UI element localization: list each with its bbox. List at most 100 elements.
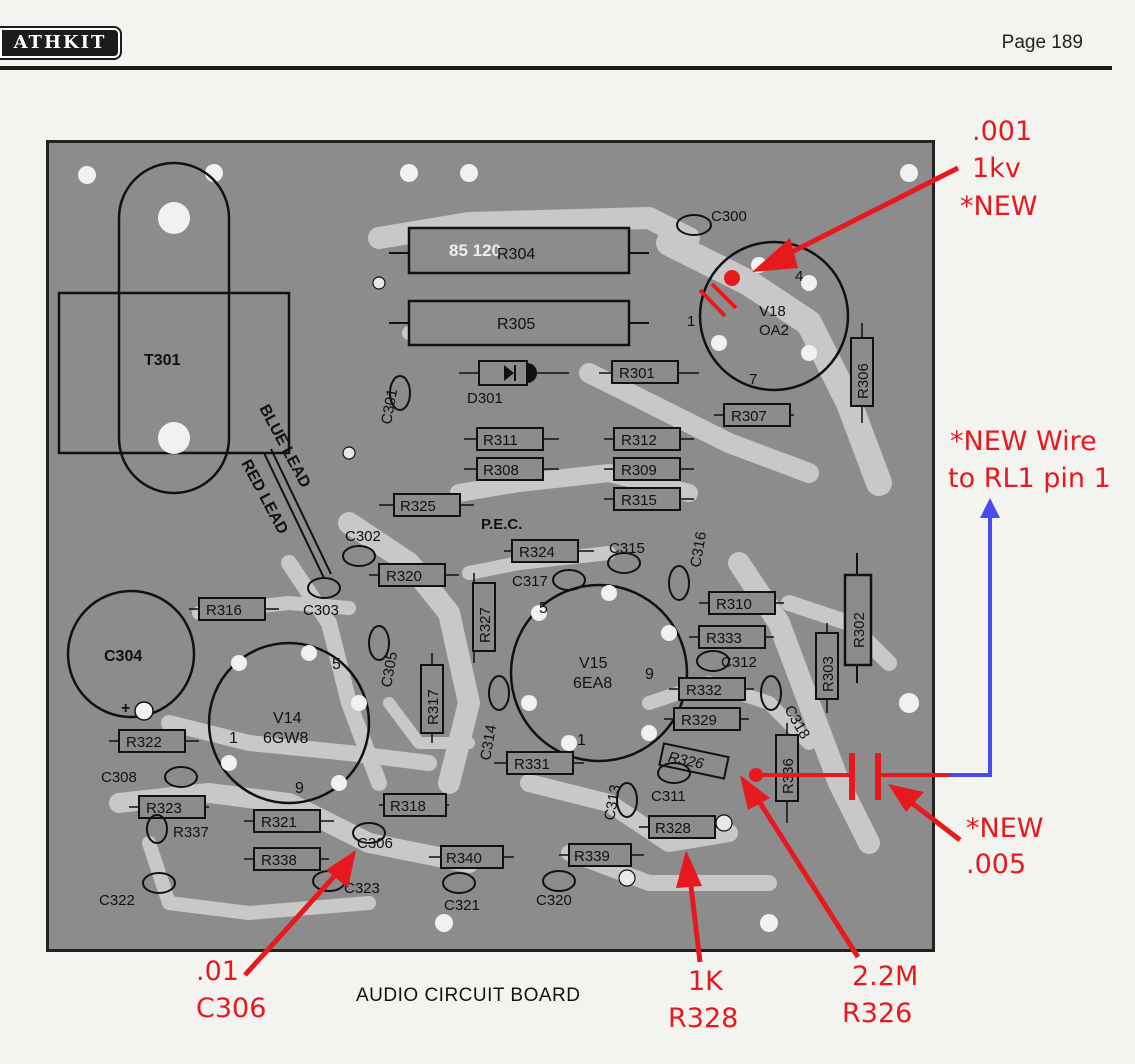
svg-text:R321: R321	[261, 814, 297, 831]
svg-text:6GW8: 6GW8	[263, 730, 308, 747]
new-wire-blue	[950, 498, 1000, 777]
svg-text:R302: R302	[851, 612, 868, 648]
svg-text:R315: R315	[621, 492, 657, 509]
svg-text:C323: C323	[344, 880, 380, 897]
svg-text:1: 1	[577, 732, 586, 749]
svg-text:5: 5	[539, 600, 548, 617]
svg-text:1: 1	[229, 730, 238, 747]
note-r328-line1: 1K	[688, 966, 723, 997]
svg-text:R307: R307	[731, 408, 767, 425]
svg-text:C314: C314	[477, 723, 500, 761]
svg-text:1: 1	[687, 313, 695, 330]
note-r326-line2: R326	[842, 998, 913, 1029]
svg-text:R340: R340	[446, 850, 482, 867]
svg-text:R338: R338	[261, 852, 297, 869]
svg-text:C317: C317	[512, 573, 548, 590]
svg-text:C308: C308	[101, 769, 137, 786]
circuit-board: T301 C304 + V18 OA2 4 1 7 V15 6EA8 5 9 1…	[46, 140, 935, 952]
note-wire-line1: *NEW Wire	[950, 426, 1097, 457]
svg-text:C304: C304	[104, 648, 142, 665]
svg-text:C303: C303	[303, 602, 339, 619]
svg-text:R339: R339	[574, 848, 610, 865]
svg-text:R325: R325	[400, 498, 436, 515]
svg-text:R327: R327	[477, 607, 494, 643]
svg-text:R301: R301	[619, 365, 655, 382]
mounting-holes	[78, 164, 919, 932]
note-c300-line2: 1kv	[972, 153, 1021, 184]
svg-text:C315: C315	[609, 540, 645, 557]
heathkit-logo: ATHKIT	[0, 28, 120, 58]
svg-text:+: +	[121, 700, 130, 717]
svg-text:R316: R316	[206, 602, 242, 619]
svg-text:R332: R332	[686, 682, 722, 699]
header-rule	[0, 66, 1112, 70]
t301-label: T301	[144, 352, 181, 369]
small-capacitors	[142, 214, 782, 894]
svg-text:5: 5	[332, 656, 341, 673]
svg-text:R318: R318	[390, 798, 426, 815]
pad-holes	[342, 276, 733, 887]
svg-text:C301: C301	[378, 387, 401, 425]
svg-text:R323: R323	[146, 800, 182, 817]
component-labels: C300 C301 C302 C303 C305 C314 C317 C315 …	[99, 208, 813, 914]
arrow-c300	[752, 165, 960, 272]
svg-text:6EA8: 6EA8	[573, 675, 612, 692]
svg-text:C320: C320	[536, 892, 572, 909]
svg-text:C322: C322	[99, 892, 135, 909]
svg-text:R312: R312	[621, 432, 657, 449]
svg-text:R322: R322	[126, 734, 162, 751]
resistor-r302: R302	[843, 553, 873, 683]
transformer-t301: T301	[57, 161, 291, 495]
svg-text:R331: R331	[514, 756, 550, 773]
svg-text:R329: R329	[681, 712, 717, 729]
svg-text:R304: R304	[497, 246, 535, 263]
arrow-r328	[676, 850, 703, 963]
arrow-r326	[740, 775, 861, 959]
svg-text:C302: C302	[345, 528, 381, 545]
note-c300-line1: .001	[972, 116, 1033, 147]
note-005-line1: *NEW	[966, 813, 1044, 844]
note-c300-line3: *NEW	[960, 191, 1038, 222]
resistor-r305: R305	[389, 299, 649, 347]
svg-text:V15: V15	[579, 655, 608, 672]
svg-text:C312: C312	[721, 654, 757, 671]
capacitor-c304: C304 +	[66, 589, 196, 721]
tube-v18: V18 OA2 4 1 7	[687, 240, 850, 392]
svg-text:7: 7	[749, 371, 757, 388]
svg-text:R306: R306	[855, 363, 872, 399]
svg-text:R333: R333	[706, 630, 742, 647]
svg-text:R309: R309	[621, 462, 657, 479]
resistor-r304: 85 120 R304	[389, 226, 649, 275]
svg-text:R308: R308	[483, 462, 519, 479]
svg-text:R303: R303	[820, 656, 837, 692]
note-005-line2: .005	[966, 849, 1027, 880]
svg-text:R317: R317	[425, 689, 442, 725]
svg-text:R324: R324	[519, 544, 555, 561]
new-cap-005	[749, 753, 950, 800]
diode-d301: D301	[459, 360, 569, 407]
arrow-005	[888, 784, 962, 842]
board-drawing: T301 C304 + V18 OA2 4 1 7 V15 6EA8 5 9 1…	[57, 161, 919, 932]
svg-text:V14: V14	[273, 710, 302, 727]
svg-text:C313: C313	[601, 783, 624, 821]
svg-text:C306: C306	[357, 835, 393, 852]
svg-text:R337: R337	[173, 824, 209, 841]
svg-text:C305: C305	[378, 650, 401, 688]
svg-text:C316: C316	[687, 530, 710, 568]
small-resistors: R301 R311 R312 R308 R309 R315 R325 R324 …	[109, 323, 874, 871]
note-r326-line1: 2.2M	[852, 961, 919, 992]
board-caption: AUDIO CIRCUIT BOARD	[356, 985, 581, 1006]
svg-text:R310: R310	[716, 596, 752, 613]
svg-text:9: 9	[645, 666, 654, 683]
note-c306-line2: C306	[196, 993, 267, 1024]
svg-text:9: 9	[295, 780, 304, 797]
tube-v14: V14 6GW8 5 1 9	[207, 641, 371, 805]
pec-label: P.E.C.	[481, 516, 522, 533]
new-cap-v18-mark	[698, 270, 740, 318]
svg-text:C311: C311	[651, 788, 686, 805]
svg-text:OA2: OA2	[759, 322, 789, 339]
svg-text:C300: C300	[711, 208, 747, 225]
page-number: Page 189	[1001, 32, 1083, 53]
svg-text:V18: V18	[759, 303, 786, 320]
svg-text:R328: R328	[655, 820, 691, 837]
